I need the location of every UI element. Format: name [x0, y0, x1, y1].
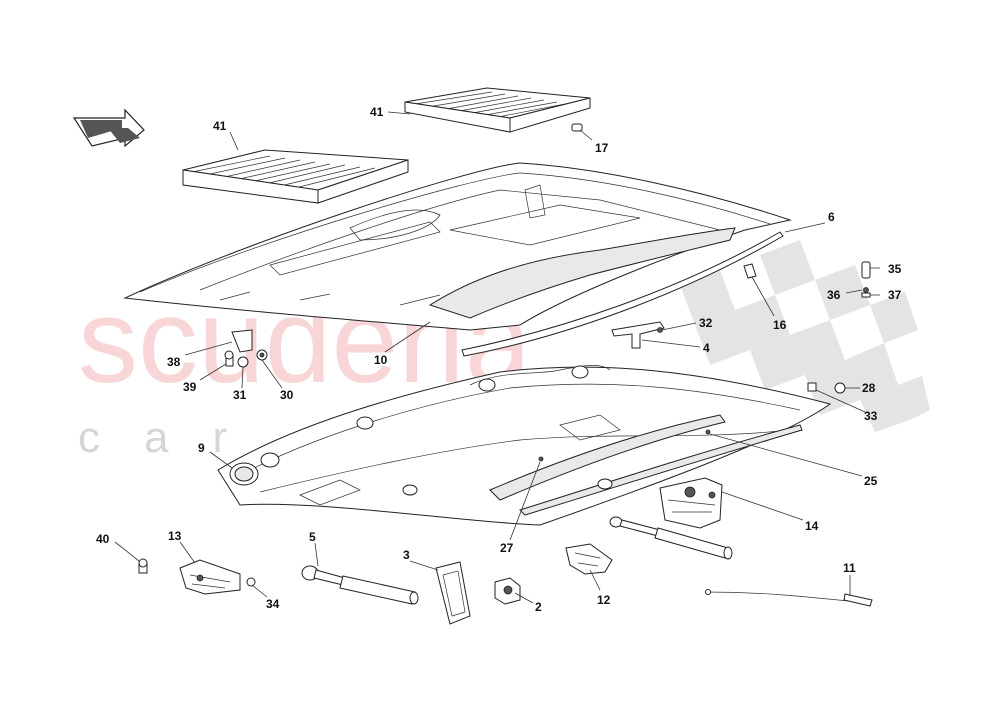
- gas-strut-upper: [609, 516, 733, 560]
- callout-13: 13: [168, 529, 182, 543]
- callout-2: 2: [535, 600, 542, 614]
- callout-27: 27: [500, 541, 514, 555]
- bonnet-latch-14: [659, 477, 723, 529]
- pin-35: [861, 261, 871, 279]
- callout-4: 4: [703, 341, 710, 355]
- callout-39: 39: [183, 380, 197, 394]
- direction-arrow-icon: [72, 108, 145, 148]
- nut-30: [256, 349, 268, 361]
- release-cable-11: [704, 589, 873, 607]
- callout-5: 5: [309, 530, 316, 544]
- callout-36: 36: [827, 288, 841, 302]
- buffer-16: [743, 263, 757, 279]
- callout-31: 31: [233, 388, 247, 402]
- callout-10: 10: [374, 353, 388, 367]
- screw-25: [705, 429, 711, 435]
- gas-strut-5: [301, 565, 419, 605]
- hinge-13: [179, 559, 241, 595]
- callout-32: 32: [699, 316, 713, 330]
- grommet-28: [834, 382, 846, 394]
- callout-35: 35: [888, 262, 902, 276]
- callout-33: 33: [864, 409, 878, 423]
- callout-9: 9: [198, 441, 205, 455]
- screw-32: [657, 327, 663, 333]
- callout-labels: 41 41 17 6 35 36 37 16 32 4 38 39 31 30 …: [96, 105, 902, 614]
- checkered-flag-graphic: [680, 240, 930, 432]
- callout-16: 16: [773, 318, 787, 332]
- striker-4: [611, 321, 665, 349]
- callout-30: 30: [280, 388, 294, 402]
- bonnet-inner-frame: [217, 365, 832, 526]
- release-handle-3: [435, 561, 471, 625]
- nut-34: [246, 577, 256, 587]
- vent-grille-left: [182, 149, 409, 204]
- callout-6: 6: [828, 210, 835, 224]
- bolt-39: [224, 350, 234, 367]
- emblem-9: [229, 462, 259, 486]
- screw-27: [538, 456, 544, 462]
- nut-31: [237, 356, 249, 368]
- callout-11: 11: [843, 561, 856, 575]
- callout-12: 12: [597, 593, 611, 607]
- vent-grille-right: [404, 87, 591, 133]
- callout-14: 14: [805, 519, 819, 533]
- callout-3: 3: [403, 548, 410, 562]
- washer-36: [863, 287, 869, 293]
- seal-strip-6: [461, 231, 784, 357]
- bonnet-outer-panel: [123, 162, 792, 331]
- callout-28: 28: [862, 381, 876, 395]
- callout-41-right: 41: [370, 105, 384, 119]
- clip-33: [807, 382, 817, 392]
- hinge-12: [565, 543, 613, 575]
- bracket-38: [231, 329, 253, 353]
- callout-41-left: 41: [213, 119, 227, 133]
- callout-17: 17: [595, 141, 609, 155]
- callout-38: 38: [167, 355, 181, 369]
- clip-17: [571, 123, 583, 132]
- bracket-2: [494, 577, 521, 605]
- callout-25: 25: [864, 474, 878, 488]
- callout-37: 37: [888, 288, 902, 302]
- callout-40: 40: [96, 532, 110, 546]
- callout-34: 34: [266, 597, 280, 611]
- leader-lines: [114, 111, 880, 604]
- bolt-40: [138, 558, 148, 574]
- clip-37: [861, 292, 871, 298]
